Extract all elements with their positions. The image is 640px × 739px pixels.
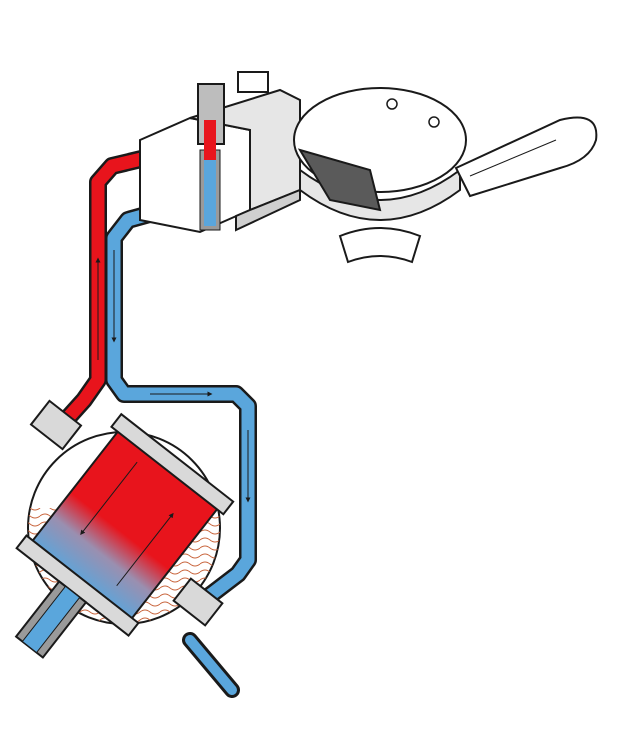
inlet-tube bbox=[182, 632, 240, 698]
group-head-block bbox=[139, 71, 301, 234]
portafilter-handle bbox=[454, 116, 598, 198]
portafilter bbox=[293, 87, 467, 264]
heat-exchanger bbox=[14, 412, 235, 659]
heat-exchanger-fittings bbox=[29, 399, 224, 627]
